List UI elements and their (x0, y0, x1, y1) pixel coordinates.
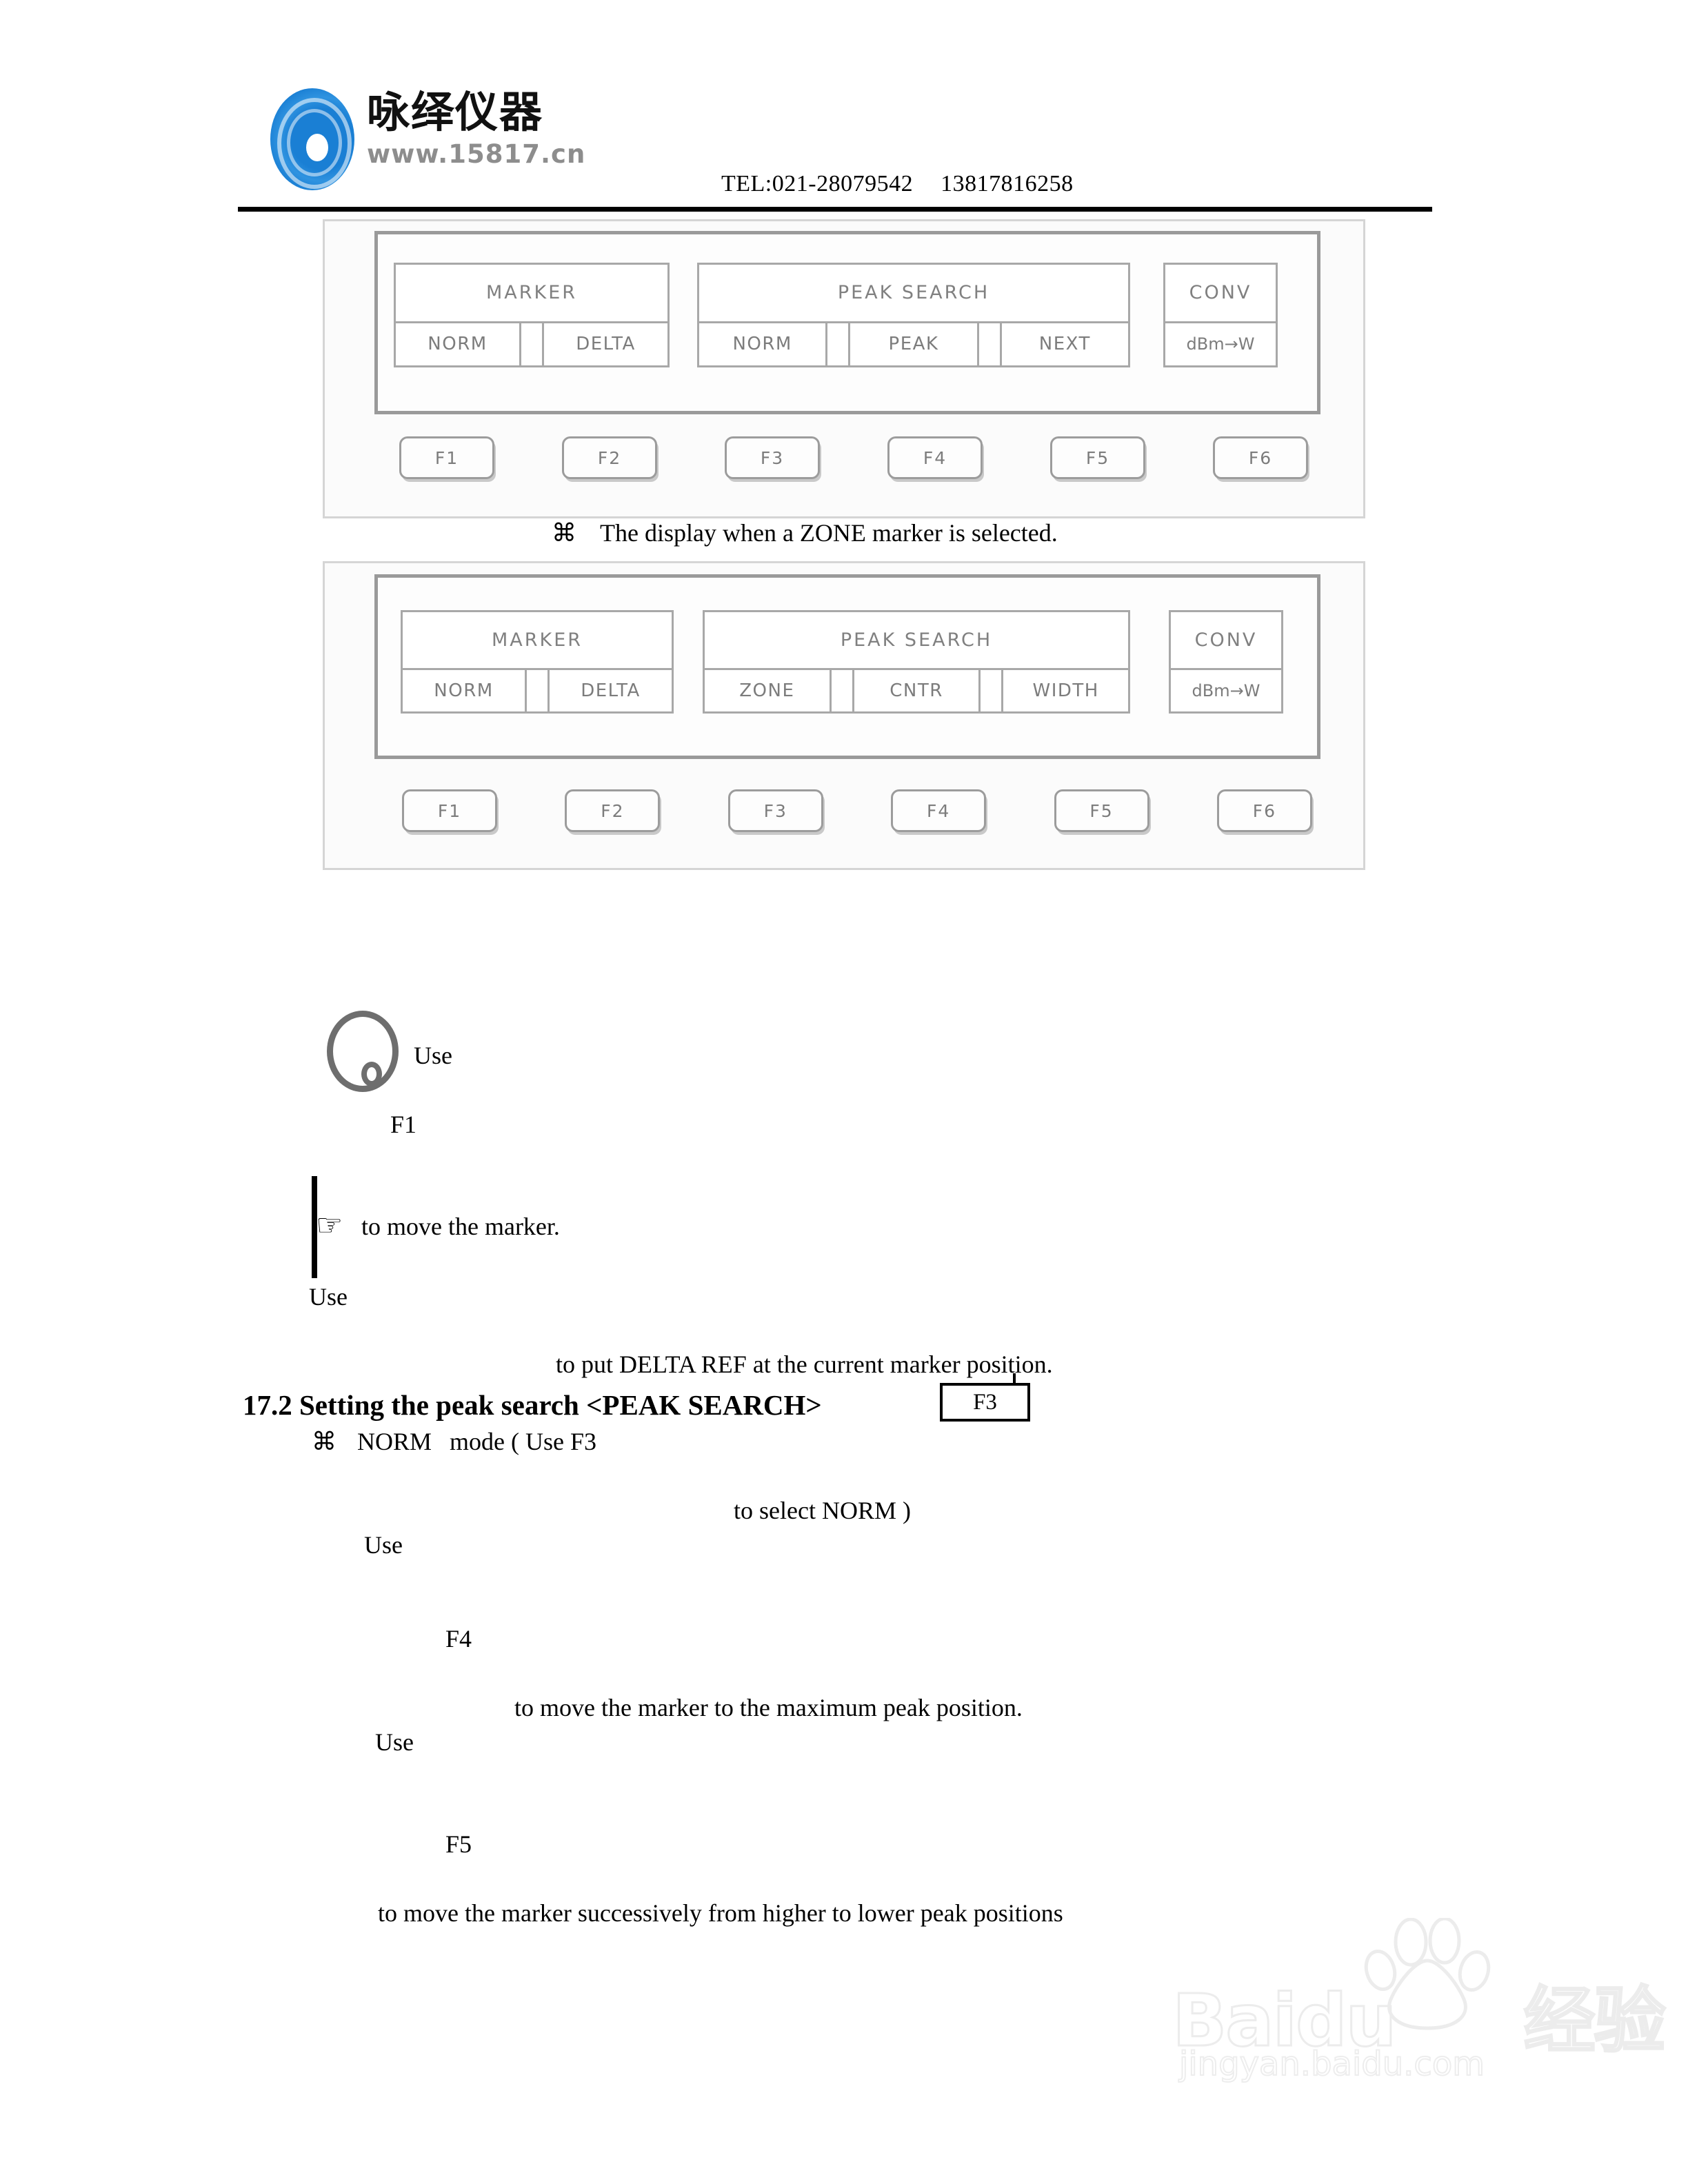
menu-group-peak-search: PEAK SEARCH ZONE CNTR WIDTH (703, 610, 1130, 714)
delta-ref-text: to put DELTA REF at the current marker p… (556, 1351, 1053, 1378)
menu-group-title: PEAK SEARCH (699, 265, 1128, 323)
menu-cell-spacer (825, 323, 848, 365)
function-key-f5[interactable]: F5 (1054, 789, 1149, 832)
header-divider (238, 207, 1432, 212)
baidu-watermark: Baidu 经验 jingyan.baidu.com (1172, 1917, 1667, 2089)
menu-group-title: CONV (1165, 265, 1276, 323)
menu-cell-row: NORM DELTA (403, 669, 672, 711)
norm-mode-label: NORM (357, 1428, 432, 1455)
use-label-3: Use (364, 1531, 403, 1559)
softkey-cell-norm[interactable]: NORM (428, 334, 488, 355)
function-key-f2[interactable]: F2 (565, 789, 661, 832)
norm-bullet-icon: ⌘ (312, 1428, 336, 1456)
section-heading-17-2: 17.2 Setting the peak search <PEAK SEARC… (243, 1389, 822, 1421)
move-marker-text: to move the marker. (361, 1213, 560, 1240)
menu-cell-row: NORM DELTA (396, 323, 667, 365)
mobile-number: 13817816258 (941, 171, 1074, 196)
function-key-f6[interactable]: F6 (1213, 436, 1308, 479)
instrument-panel-normal: MARKER NORM DELTA PEAK SEARCH NORM PEAK … (323, 219, 1365, 518)
use-label-1: Use (414, 1042, 452, 1069)
menu-cell-spacer (519, 323, 542, 365)
f3-key-box[interactable]: F3 (940, 1383, 1030, 1422)
select-norm-text: to select NORM ) (734, 1497, 911, 1524)
norm-mode-detail: mode ( Use F3 (450, 1428, 597, 1455)
softkey-cell-next[interactable]: NEXT (999, 323, 1128, 365)
lower-peak-text: to move the marker successively from hig… (378, 1899, 1063, 1927)
watermark-url: jingyan.baidu.com (1178, 2044, 1485, 2084)
menu-cell-spacer (976, 323, 1000, 365)
menu-cell-row: dBm→W (1165, 323, 1276, 365)
menu-cell-spacer (829, 669, 852, 711)
header-contact: TEL:021-28079542 13817816258 (721, 171, 1074, 197)
function-key-row: F1 F2 F3 F4 F5 F6 (402, 789, 1312, 832)
watermark-brand-latin: Baidu (1172, 1978, 1398, 2064)
zone-marker-caption: ⌘ The display when a ZONE marker is selec… (552, 518, 1058, 547)
menu-cell-spacer (525, 669, 547, 711)
menu-group-title: MARKER (396, 265, 667, 323)
company-website: www.15817.cn (367, 139, 586, 169)
menu-cell-row: ZONE CNTR WIDTH (705, 669, 1128, 711)
function-key-f1[interactable]: F1 (402, 789, 497, 832)
menu-group-peak-search: PEAK SEARCH NORM PEAK NEXT (697, 263, 1130, 367)
function-key-f4[interactable]: F4 (887, 436, 983, 479)
menu-group-marker: MARKER NORM DELTA (394, 263, 670, 367)
function-key-f2[interactable]: F2 (562, 436, 657, 479)
softkey-cell-delta[interactable]: DELTA (547, 669, 672, 711)
menu-group-conv: CONV dBm→W (1169, 610, 1283, 714)
page-header: 咏绎仪器 www.15817.cn TEL:021-28079542 138178… (0, 0, 1688, 212)
instrument-panel-zone: MARKER NORM DELTA PEAK SEARCH ZONE CNTR … (323, 561, 1365, 870)
f1-key-label: F1 (390, 1111, 417, 1138)
telephone-number: TEL:021-28079542 (721, 171, 914, 196)
sound-wave-logo-icon (270, 88, 359, 193)
function-key-f1[interactable]: F1 (399, 436, 494, 479)
softkey-cell-norm[interactable]: NORM (732, 334, 792, 355)
menu-cell-spacer (978, 669, 1001, 711)
pointing-hand-icon: ☞ (316, 1208, 343, 1243)
baidu-paw-icon (1364, 1918, 1491, 2030)
softkey-cell-dbm-to-w[interactable]: dBm→W (1186, 334, 1255, 354)
menu-group-title: CONV (1171, 612, 1281, 670)
watermark-brand-cn: 经验 (1523, 1978, 1667, 2064)
company-name-cn: 咏绎仪器 (367, 87, 544, 137)
softkey-cell-zone[interactable]: ZONE (739, 680, 795, 701)
function-key-f5[interactable]: F5 (1050, 436, 1145, 479)
watermark-brand: Baidu 经验 (1172, 1962, 1667, 2066)
cursor-bar-icon (312, 1176, 317, 1278)
function-key-row: F1 F2 F3 F4 F5 F6 (399, 436, 1308, 479)
use-label-2: Use (309, 1283, 348, 1311)
max-peak-text: to move the marker to the maximum peak p… (514, 1694, 1023, 1721)
caption-bullet-icon: ⌘ (552, 519, 576, 547)
softkey-cell-cntr[interactable]: CNTR (852, 669, 979, 711)
menu-group-title: PEAK SEARCH (705, 612, 1128, 670)
caption-text: The display when a ZONE marker is select… (600, 519, 1058, 547)
menu-group-marker: MARKER NORM DELTA (401, 610, 674, 714)
f4-key-label: F4 (445, 1625, 472, 1652)
softkey-cell-delta[interactable]: DELTA (542, 323, 667, 365)
logo-text-block: 咏绎仪器 www.15817.cn (367, 88, 585, 170)
softkey-cell-dbm-to-w[interactable]: dBm→W (1192, 680, 1260, 700)
function-key-f3[interactable]: F3 (725, 436, 820, 479)
function-key-f4[interactable]: F4 (891, 789, 987, 832)
rotary-knob-icon (324, 1008, 405, 1099)
function-key-f6[interactable]: F6 (1216, 789, 1312, 832)
softkey-cell-norm[interactable]: NORM (434, 680, 494, 701)
norm-mode-line: ⌘ NORM mode ( Use F3 (312, 1428, 596, 1456)
menu-group-conv: CONV dBm→W (1163, 263, 1278, 367)
company-logo: 咏绎仪器 www.15817.cn (270, 88, 585, 193)
softkey-cell-width[interactable]: WIDTH (1001, 669, 1128, 711)
f3-box-stem (1013, 1373, 1016, 1384)
f5-key-label: F5 (445, 1830, 472, 1858)
use-label-4: Use (375, 1728, 414, 1756)
menu-group-title: MARKER (403, 612, 672, 670)
menu-cell-row: NORM PEAK NEXT (699, 323, 1128, 365)
softkey-cell-peak[interactable]: PEAK (848, 323, 976, 365)
function-key-f3[interactable]: F3 (727, 789, 823, 832)
menu-cell-row: dBm→W (1171, 670, 1281, 711)
